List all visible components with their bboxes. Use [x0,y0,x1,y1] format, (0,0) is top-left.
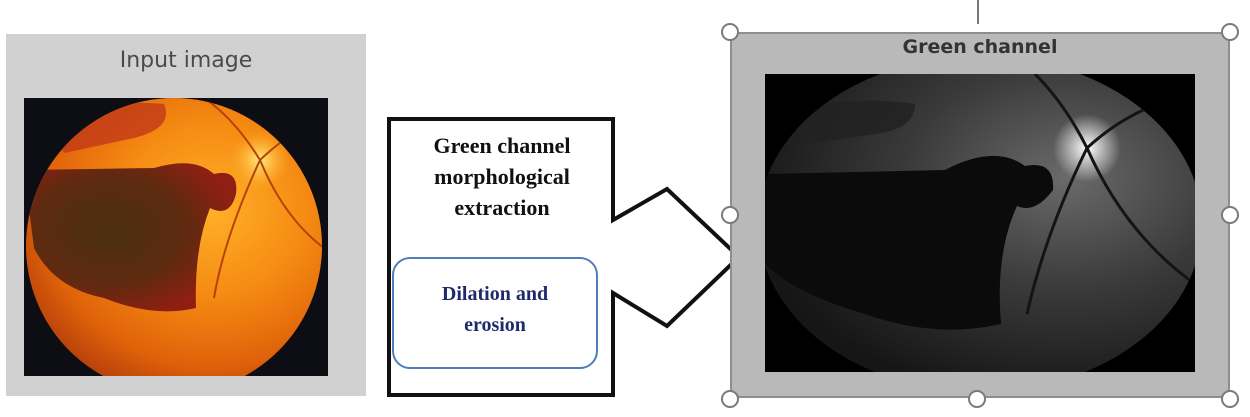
input-image-title: Input image [119,48,253,73]
process-main-label-line: morphological [434,164,570,189]
resize-handle-top-left[interactable] [721,23,739,41]
process-main-label: Green channel morphological extraction [402,130,602,223]
dilation-erosion-label-line: Dilation and [441,283,549,305]
resize-handle-middle-left[interactable] [721,206,739,224]
fundus-color-image [24,98,328,376]
dilation-erosion-box: Dilation and erosion [392,257,598,369]
resize-handle-bottom-center[interactable] [968,390,986,408]
resize-handle-middle-right[interactable] [1221,206,1239,224]
process-main-label-line: extraction [454,195,550,220]
input-image-panel: Input image [6,34,366,396]
green-channel-panel[interactable]: Green channel [730,32,1230,398]
rotation-handle-line[interactable] [977,0,979,24]
green-channel-image [765,74,1195,372]
dilation-erosion-label: Dilation and erosion [394,279,596,341]
dilation-erosion-label-line: erosion [464,314,526,336]
resize-handle-bottom-left[interactable] [721,390,739,408]
process-main-label-line: Green channel [433,133,571,158]
resize-handle-bottom-right[interactable] [1221,390,1239,408]
resize-handle-top-right[interactable] [1221,23,1239,41]
green-channel-title: Green channel [902,36,1058,58]
